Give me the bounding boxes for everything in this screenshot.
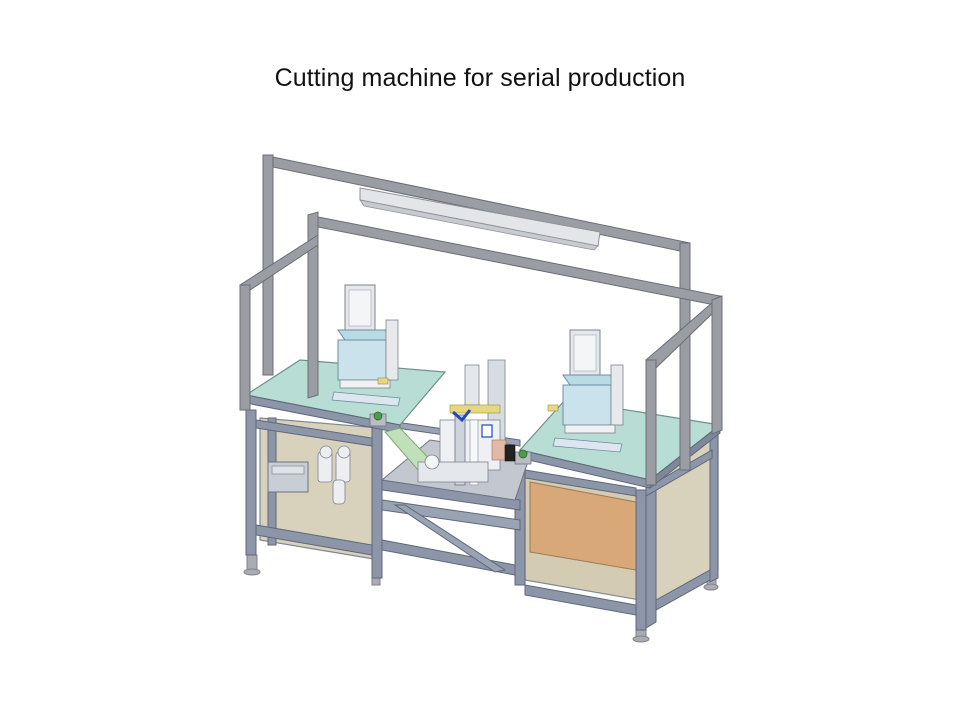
center-mechanism <box>417 359 516 486</box>
right-cutting-press <box>514 329 624 465</box>
slide-title: Cutting machine for serial production <box>274 64 686 92</box>
overhead-lamp <box>359 187 601 251</box>
left-cutting-press <box>331 284 401 427</box>
pneumatic-unit <box>267 445 351 505</box>
